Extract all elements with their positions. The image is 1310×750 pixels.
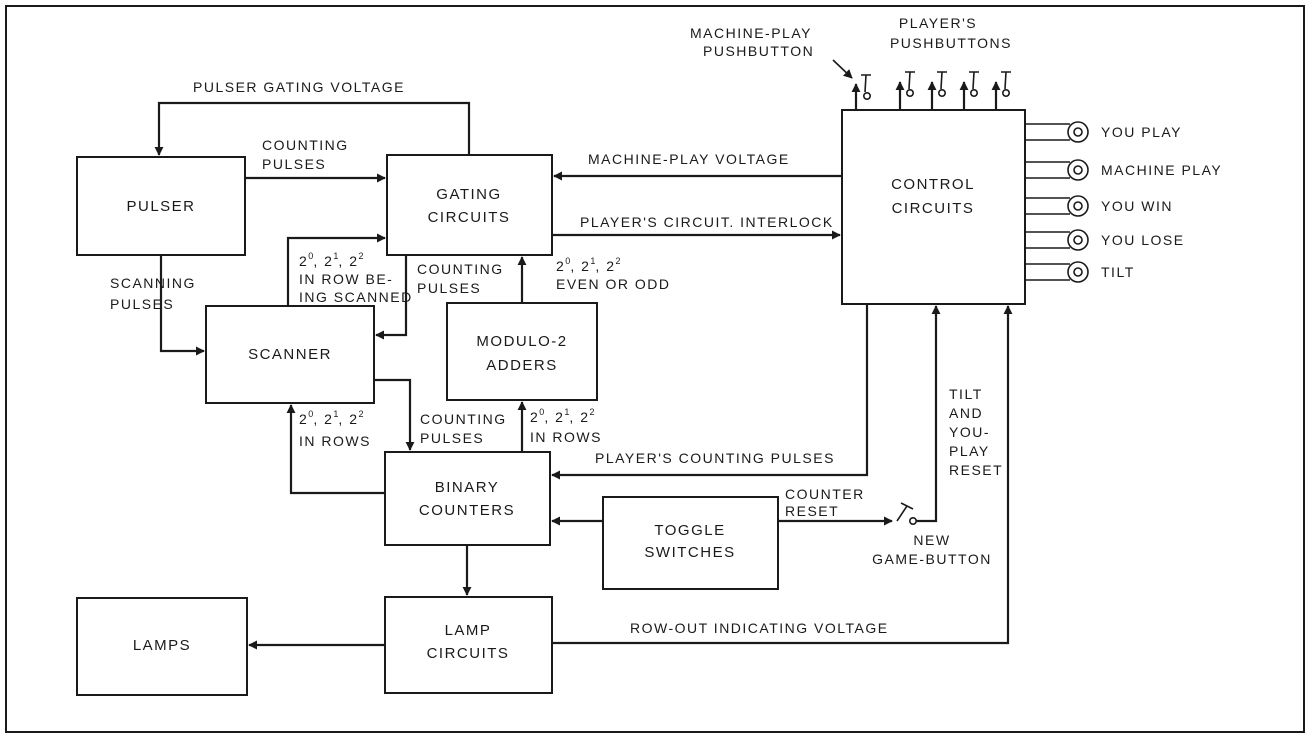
toggle-label-line1: TOGGLE <box>654 522 725 539</box>
row-out-voltage-wire <box>552 305 1013 645</box>
tilt-reset-line4: PLAY <box>949 443 990 459</box>
toggle-label-line2: SWITCHES <box>644 544 735 561</box>
tilt-reset-line2: AND <box>949 405 983 421</box>
counting-pulses-mid-line1: COUNTING <box>417 261 504 277</box>
modulo-rows-powers: 20, 21, 22 <box>530 407 595 425</box>
gating-circuits-box <box>386 154 553 256</box>
scanner-to-binary-wire <box>374 378 415 451</box>
gating-to-scanner-wire <box>375 255 408 340</box>
tilt-reset-line3: YOU- <box>949 424 990 440</box>
modulo-adders-block: MODULO-2 ADDERS <box>446 302 598 401</box>
gating-circuits-block: GATING CIRCUITS <box>386 154 553 256</box>
binary-counters-block: BINARY COUNTERS <box>384 451 551 546</box>
output-you-play: YOU PLAY <box>1101 124 1182 140</box>
modulo-in-rows-label: IN ROWS <box>530 429 602 445</box>
modulo-label-line1: MODULO-2 <box>476 333 567 350</box>
machine-play-pushbutton-line1: MACHINE-PLAY <box>690 25 812 41</box>
machine-play-voltage-label: MACHINE-PLAY VOLTAGE <box>588 151 790 167</box>
toggle-switches-block: TOGGLE SWITCHES <box>602 496 779 590</box>
lamp-icon-machine-play <box>1025 159 1089 181</box>
counting-pulses-mid-line2: PULSES <box>417 280 481 296</box>
control-circuits-block: CONTROL CIRCUITS <box>841 109 1026 305</box>
lamps-box <box>76 597 248 696</box>
binary-to-scanner-wire <box>286 404 385 495</box>
tilt-reset-line5: RESET <box>949 462 1003 478</box>
new-game-button-line2: GAME-BUTTON <box>872 551 992 567</box>
scanning-pulses-line2: PULSES <box>110 296 174 312</box>
even-odd-powers: 20, 21, 22 <box>556 256 621 274</box>
gating-label-line2: CIRCUITS <box>428 209 511 226</box>
row-being-scanned-line1: IN ROW BE- <box>299 271 393 287</box>
scanner-block: SCANNER <box>205 305 375 404</box>
pulser-gating-voltage-wire <box>154 101 471 156</box>
row-out-voltage-label: ROW-OUT INDICATING VOLTAGE <box>630 620 889 636</box>
tilt-reset-line1: TILT <box>949 386 983 402</box>
lamp-icon-tilt <box>1025 261 1089 283</box>
lamp-circuits-line1: LAMP <box>445 622 492 639</box>
pulser-label: PULSER <box>126 198 195 215</box>
even-or-odd-label: EVEN OR ODD <box>556 276 671 292</box>
lamp-icon-you-lose <box>1025 229 1089 251</box>
counter-reset-line2: RESET <box>785 503 839 519</box>
output-you-win: YOU WIN <box>1101 198 1173 214</box>
tilt-reset-wire <box>916 305 941 523</box>
lamp-circuits-block: LAMP CIRCUITS <box>384 596 553 694</box>
row-scan-to-gating-wire <box>286 233 386 306</box>
output-machine-play: MACHINE PLAY <box>1101 162 1222 178</box>
player-pushbutton-icon-2 <box>927 71 947 110</box>
lamps-block: LAMPS <box>76 597 248 696</box>
new-game-pushbutton-icon <box>896 502 917 525</box>
scanning-pulses-wire <box>159 255 205 356</box>
players-counting-pulses-wire <box>551 304 869 480</box>
counter-reset-line1: COUNTER <box>785 486 865 502</box>
scanner-rows-powers: 20, 21, 22 <box>299 409 364 427</box>
binary-label-line1: BINARY <box>435 479 500 496</box>
indicator-lamp-icons <box>1025 121 1089 283</box>
players-counting-pulses-label: PLAYER'S COUNTING PULSES <box>595 450 835 466</box>
binary-label-line2: COUNTERS <box>419 502 515 519</box>
output-tilt: TILT <box>1101 264 1135 280</box>
pulser-gating-voltage-label: PULSER GATING VOLTAGE <box>193 79 405 95</box>
lamps-label: LAMPS <box>133 637 191 654</box>
machine-play-pushbutton-icon <box>851 74 871 110</box>
lamp-circuits-line2: CIRCUITS <box>427 645 510 662</box>
outer-frame <box>5 5 1305 733</box>
scanner-label: SCANNER <box>248 346 332 363</box>
lamp-icon-you-play <box>1025 121 1089 143</box>
scanner-box <box>205 305 375 404</box>
control-label-line2: CIRCUITS <box>892 200 975 217</box>
scanner-in-rows-label: IN ROWS <box>299 433 371 449</box>
player-pushbutton-icon-3 <box>959 71 979 110</box>
players-pushbuttons-line1: PLAYER'S <box>899 15 977 31</box>
new-game-button-line1: NEW <box>913 532 950 548</box>
machine-play-pointer <box>832 59 853 79</box>
row-scan-powers: 20, 21, 22 <box>299 251 364 269</box>
row-being-scanned-line2: ING SCANNED <box>299 289 413 305</box>
player-pushbutton-icon-1 <box>895 71 915 110</box>
player-interlock-label: PLAYER'S CIRCUIT. INTERLOCK <box>580 214 834 230</box>
gating-label-line1: GATING <box>436 186 501 203</box>
scanning-pulses-line1: SCANNING <box>110 275 196 291</box>
players-pushbuttons-line2: PUSHBUTTONS <box>890 35 1012 51</box>
pulser-block: PULSER <box>76 156 246 256</box>
binary-counters-box <box>384 451 551 546</box>
counting-pulses-top-line2: PULSES <box>262 156 326 172</box>
counting-pulses-top-line1: COUNTING <box>262 137 349 153</box>
counting-pulses-low-line1: COUNTING <box>420 411 507 427</box>
modulo-label-line2: ADDERS <box>486 357 558 374</box>
toggle-switches-box <box>602 496 779 590</box>
machine-play-pushbutton-line2: PUSHBUTTON <box>703 43 814 59</box>
player-pushbutton-icon-4 <box>991 71 1011 110</box>
modulo-adders-box <box>446 302 598 401</box>
lamp-icon-you-win <box>1025 195 1089 217</box>
pushbutton-array <box>832 59 1011 110</box>
output-you-lose: YOU LOSE <box>1101 232 1185 248</box>
control-circuits-box <box>841 109 1026 305</box>
control-label-line1: CONTROL <box>891 176 975 193</box>
counting-pulses-low-line2: PULSES <box>420 430 484 446</box>
